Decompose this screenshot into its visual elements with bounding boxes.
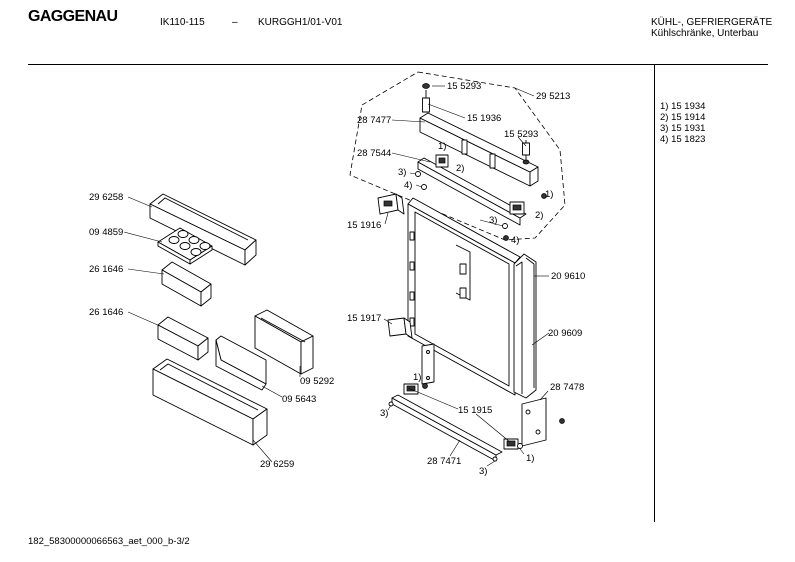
leader-line [539,390,549,401]
leader-line [391,152,431,163]
part-label: 15 1936 [467,113,501,124]
washer [415,171,421,177]
part-label: 2) [535,210,543,221]
part-label: 15 5293 [504,129,538,140]
door-shelf-upper [161,261,212,307]
part-label: 3) [398,167,406,178]
leader-line [517,136,527,147]
leader-line [475,413,511,443]
part-label: 3) [380,408,388,419]
part-label: 15 1915 [458,405,492,416]
assembly-outline [349,71,566,241]
part-label: 4) [404,180,412,191]
bottom-door-shelf [152,358,268,446]
leader-line [127,311,161,327]
part-label: 26 1646 [89,307,123,318]
leader-line [127,196,153,208]
hinge-block-right [503,438,519,450]
leader-line [486,460,496,467]
washer [421,184,427,190]
leader-line [519,448,525,455]
leader-line [427,103,466,119]
part-label: 29 6259 [260,459,294,470]
part-label: 1) [413,372,421,383]
footer-code: 182_58300000066563_aet_000_b-3/2 [28,536,190,547]
door-gasket [513,253,537,399]
part-label: 28 7471 [427,456,461,467]
leader-line [514,87,535,97]
leader-line [383,318,393,325]
bottom-hinge-plate [421,343,547,447]
part-label: 28 7478 [550,382,584,393]
top-hinge-bar [419,112,539,187]
leader-line [387,404,392,411]
bolt [559,418,565,424]
legend: 1) 15 1934 2) 15 1914 3) 15 1931 4) 15 1… [660,101,705,145]
washer [388,401,394,407]
diagram-code: KURGGH1/01-V01 [258,17,343,28]
part-label: 20 9609 [548,328,582,339]
part-label: 4) [511,235,519,246]
part-label: 09 5292 [300,376,334,387]
hinge-plate [417,154,527,226]
part-label: 2) [456,163,464,174]
part-label: 3) [489,215,497,226]
part-label: 09 5643 [282,394,316,405]
part-label: 15 5293 [447,81,481,92]
part-label: 15 1916 [347,220,381,231]
bottle-compartment [254,309,314,375]
leader-line [449,439,461,457]
door-panel [407,197,521,396]
butter-shelf [149,193,257,266]
category-title: KÜHL-, GEFRIERGERÄTE [651,17,773,28]
legend-item: 2) 15 1914 [660,112,706,123]
part-label: 26 1646 [89,264,123,275]
leader-line [384,212,389,225]
washer [492,456,498,462]
leader-line [415,184,423,188]
screw-top [422,83,430,113]
part-label: 1) [526,453,534,464]
bottom-hinge-bar [391,394,503,462]
screw-right [522,140,530,165]
part-label: 29 5213 [536,91,570,102]
bracket-upper [377,193,405,215]
category-subtitle: Kühlschränke, Unterbau [651,28,759,39]
bolt [422,383,428,389]
washer [502,223,508,229]
leader-line [479,219,504,227]
brand-logo: GAGGENAU [28,8,118,25]
header-separator: – [232,17,238,28]
header-rule [28,64,768,65]
part-label: 09 4859 [89,227,123,238]
legend-item: 4) 15 1823 [660,134,706,145]
bolt [541,193,547,199]
leader-line [391,119,426,123]
bracket-lower [387,317,413,339]
leader-line [261,385,283,398]
leader-line [127,268,165,275]
leader-line [252,439,273,463]
washer [517,443,523,449]
leader-line [407,387,459,410]
part-label: 3) [479,466,487,477]
part-label: 28 7544 [357,148,391,159]
part-label: 15 1917 [347,313,381,324]
part-label: 28 7477 [357,115,391,126]
leader-line [123,231,163,243]
legend-item: 3) 15 1931 [660,123,706,134]
leader-line [531,332,550,346]
model-number: IK110-115 [160,17,205,28]
legend-item: 1) 15 1934 [660,101,706,112]
door-shelf-lower [157,316,209,361]
bolt [503,235,509,241]
part-label: 1) [545,189,553,200]
part-label: 20 9610 [551,271,585,282]
part-label: 1) [438,141,446,152]
egg-tray [157,227,213,265]
legend-divider [654,65,655,522]
leader-line [409,172,417,175]
part-label: 29 6258 [89,192,123,203]
